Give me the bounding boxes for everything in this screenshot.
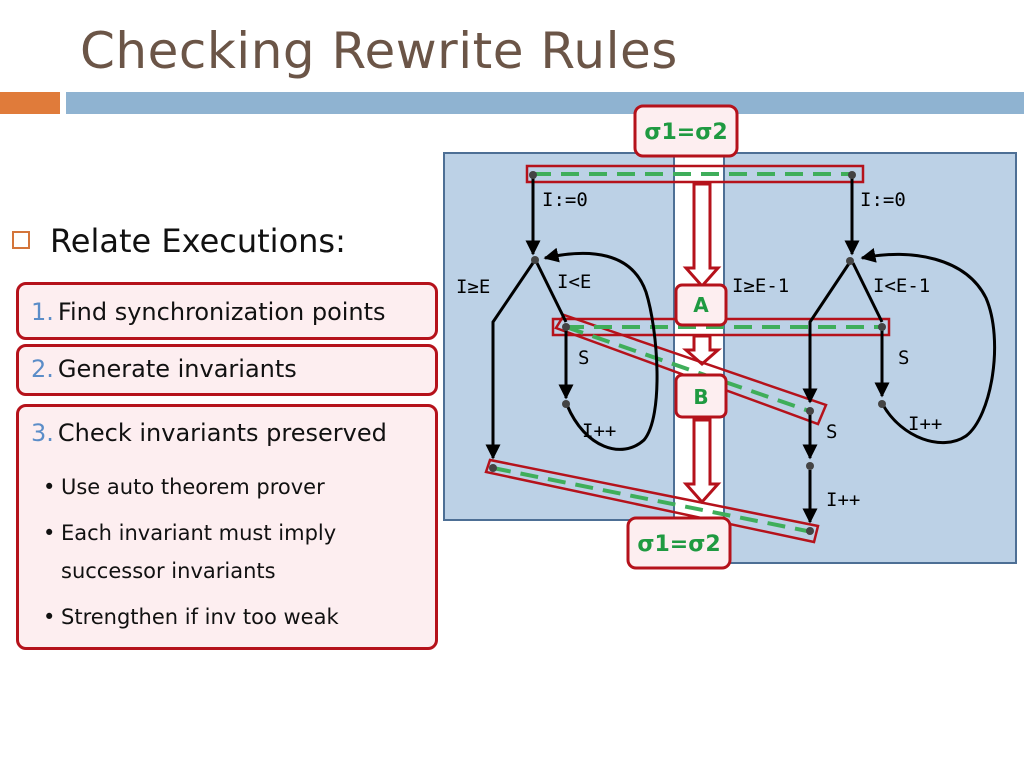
left-node-inc <box>562 400 570 408</box>
right-node-inc2 <box>806 462 814 470</box>
left-edge-loop <box>534 260 568 323</box>
right-node-inc <box>878 400 886 408</box>
sigma-top-label: σ1=σ2 <box>644 120 727 145</box>
main-bullet: Relate Executions: <box>12 222 346 260</box>
right-node-head <box>846 257 854 265</box>
step-2-label: Generate invariants <box>57 355 297 383</box>
right-label-loop: I<E-1 <box>873 275 930 297</box>
left-node-body <box>562 323 570 331</box>
left-label-s: S <box>578 347 589 369</box>
sigma-bottom-box <box>626 516 732 570</box>
subpoint-2: •Each invariant must imply <box>43 521 337 545</box>
left-program-panel <box>443 152 675 521</box>
page-title: Checking Rewrite Rules <box>80 22 678 80</box>
right-edge-loop <box>851 262 884 323</box>
hollow-arrow-down-1 <box>682 182 722 289</box>
hollow-arrow-down-2 <box>682 334 722 366</box>
right-label-inc1: I++ <box>908 413 942 435</box>
right-cfg <box>802 176 997 524</box>
left-label-init: I:=0 <box>542 189 588 211</box>
step-1-box: 1.Find synchronization points <box>16 282 438 340</box>
left-edge-back <box>543 247 659 451</box>
sigma-top-box <box>633 104 739 158</box>
hollow-arrow-down-3 <box>682 418 722 505</box>
square-bullet-icon <box>12 231 30 249</box>
label-B: B <box>693 385 708 409</box>
right-program-panel <box>723 152 1017 564</box>
left-edge-exit <box>485 259 537 460</box>
right-label-exit: I≥E-1 <box>732 275 789 297</box>
step-3: 3.Check invariants preserved <box>31 419 387 447</box>
main-bullet-text: Relate Executions: <box>50 222 346 260</box>
left-node-exit <box>489 464 497 472</box>
sync-line-diagonal-1 <box>565 325 813 414</box>
step-3-box: 3.Check invariants preserved •Use auto t… <box>16 404 438 650</box>
right-node-s2 <box>806 407 814 415</box>
right-node-entry <box>848 171 856 179</box>
step-3-number: 3. <box>31 419 54 447</box>
left-label-exit: I≥E <box>456 276 490 298</box>
step-2: 2.Generate invariants <box>31 355 297 383</box>
subpoint-2-continued: successor invariants <box>61 559 276 583</box>
right-label-init: I:=0 <box>860 189 906 211</box>
left-label-loop: I<E <box>557 271 591 293</box>
label-A-box <box>674 283 728 327</box>
right-cfg-nodes <box>806 171 886 535</box>
right-node-exit <box>806 527 814 535</box>
sigma-bottom-label: σ1=σ2 <box>637 532 720 557</box>
step-1-number: 1. <box>31 298 54 326</box>
title-underline-bar <box>66 92 1024 114</box>
left-node-entry <box>529 171 537 179</box>
title-accent-bar <box>0 92 60 114</box>
right-edge-back <box>860 248 997 445</box>
subpoint-1: •Use auto theorem prover <box>43 475 325 499</box>
step-1: 1.Find synchronization points <box>31 298 386 326</box>
left-node-head <box>531 256 539 264</box>
right-label-s1: S <box>898 347 909 369</box>
right-node-body <box>878 323 886 331</box>
right-label-s2: S <box>826 421 837 443</box>
subpoint-3: •Strengthen if inv too weak <box>43 605 339 629</box>
right-label-inc2: I++ <box>826 489 860 511</box>
step-2-box: 2.Generate invariants <box>16 344 438 396</box>
left-label-inc: I++ <box>582 420 616 442</box>
left-cfg <box>485 176 659 460</box>
step-1-label: Find synchronization points <box>57 298 386 326</box>
label-A: A <box>693 293 709 317</box>
sync-box-top <box>525 164 865 184</box>
step-2-number: 2. <box>31 355 54 383</box>
central-arrows <box>682 182 722 505</box>
sync-box-diagonal-1 <box>554 313 828 426</box>
step-3-label: Check invariants preserved <box>57 419 387 447</box>
right-edge-exit <box>802 261 852 404</box>
left-cfg-nodes <box>489 171 570 472</box>
label-B-box <box>674 373 728 419</box>
